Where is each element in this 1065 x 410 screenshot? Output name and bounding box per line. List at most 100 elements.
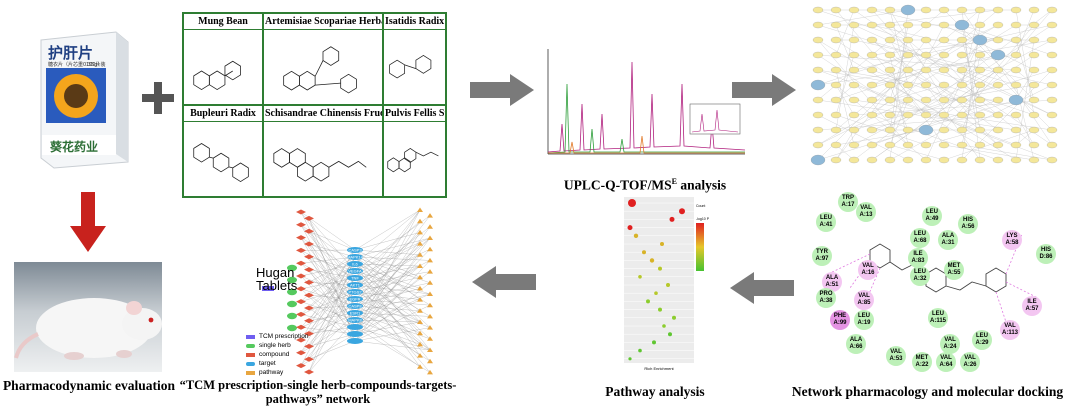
pathway-dot xyxy=(654,291,658,295)
legend-item: TCM prescription xyxy=(246,332,308,341)
pathway-dot xyxy=(649,258,655,263)
network-node xyxy=(902,21,914,29)
network-node xyxy=(1028,6,1040,14)
drug-count: 100片装 xyxy=(86,62,106,68)
herb-name: Mung Bean xyxy=(184,14,262,30)
single-herb-node xyxy=(287,264,297,272)
residue-name: LEU xyxy=(914,231,926,237)
pathway-xlabel: Rich Enrichment xyxy=(644,366,674,371)
pathway-node xyxy=(417,364,423,369)
network-node xyxy=(956,126,968,134)
network-node xyxy=(920,111,932,119)
residue-id: D:86 xyxy=(1039,254,1053,260)
compound-node xyxy=(304,241,314,247)
residue-name: LYS xyxy=(1006,233,1018,239)
target-node xyxy=(347,324,363,330)
residue-id: A:13 xyxy=(859,212,873,218)
compound-node xyxy=(296,363,306,369)
network-node xyxy=(920,96,932,104)
pathway-dot xyxy=(679,208,685,215)
network-node xyxy=(884,66,896,74)
network-node xyxy=(830,156,842,164)
pathway-node xyxy=(427,291,433,296)
residue-id: A:58 xyxy=(1005,240,1019,246)
legend-item: target xyxy=(246,359,308,368)
residue-id: A:24 xyxy=(943,344,957,350)
pathway-dot xyxy=(628,199,636,207)
residue-name: VAL xyxy=(1004,323,1016,329)
pathway-dot xyxy=(627,225,633,231)
drug-brand: 葵花药业 xyxy=(50,140,99,154)
legend-item: compound xyxy=(246,350,308,359)
compound-node xyxy=(296,235,306,241)
compound-node xyxy=(296,350,306,356)
pathway-dot xyxy=(658,266,662,271)
network-node xyxy=(902,36,914,44)
network-node xyxy=(1010,81,1022,89)
network-node xyxy=(920,156,932,164)
network-node xyxy=(884,141,896,149)
pathway-node xyxy=(417,218,423,224)
network-node xyxy=(920,66,932,74)
compound-node xyxy=(296,324,306,330)
pathway-dot xyxy=(672,315,676,320)
network-node xyxy=(938,156,950,164)
compound-node xyxy=(296,222,306,228)
network-node xyxy=(974,141,986,149)
plus-icon xyxy=(142,82,174,114)
pathway-node xyxy=(427,358,433,364)
residue-id: A:64 xyxy=(939,362,953,368)
compound-node xyxy=(296,286,306,292)
network-node xyxy=(866,36,878,44)
network-node xyxy=(992,66,1004,74)
network-node xyxy=(992,156,1004,164)
network-node xyxy=(1046,36,1058,44)
pathway-dot xyxy=(669,216,675,222)
network-node xyxy=(974,21,986,29)
target-label: EGFR xyxy=(349,297,360,302)
network-node xyxy=(954,19,970,31)
residue-name: ILE xyxy=(913,251,923,257)
pathway-dot xyxy=(668,332,672,337)
network-node xyxy=(848,126,860,134)
network-node xyxy=(1028,66,1040,74)
compound-node xyxy=(296,260,306,266)
network-node xyxy=(848,6,860,14)
target-label: CASP8 xyxy=(348,304,362,309)
network-node xyxy=(848,66,860,74)
network-node xyxy=(956,6,968,14)
network-node xyxy=(830,96,842,104)
residue-name: ALA xyxy=(825,275,839,281)
network-node xyxy=(974,156,986,164)
target-node xyxy=(347,317,363,323)
residue-name: MET xyxy=(947,263,961,269)
legend-item: pathway xyxy=(246,368,308,377)
target-label: IL6 xyxy=(352,262,358,267)
network-node xyxy=(974,81,986,89)
legend-swatch xyxy=(246,334,255,339)
pathway-dot xyxy=(642,250,646,255)
pathway-node xyxy=(417,353,423,358)
pathway-node xyxy=(427,347,433,352)
herb-cell: Schisandrae Chinensis Fructu xyxy=(263,105,383,197)
network-node xyxy=(938,6,950,14)
network-node xyxy=(848,156,860,164)
network-node xyxy=(974,51,986,59)
residue-name: TRP xyxy=(842,195,854,201)
arrow-left-icon xyxy=(472,266,536,298)
residue-name: VAL xyxy=(940,355,952,361)
pathway-node xyxy=(417,341,423,347)
network-node xyxy=(866,81,878,89)
compound-node xyxy=(304,254,314,260)
pathway-node xyxy=(417,274,423,280)
pathway-node xyxy=(417,297,423,302)
